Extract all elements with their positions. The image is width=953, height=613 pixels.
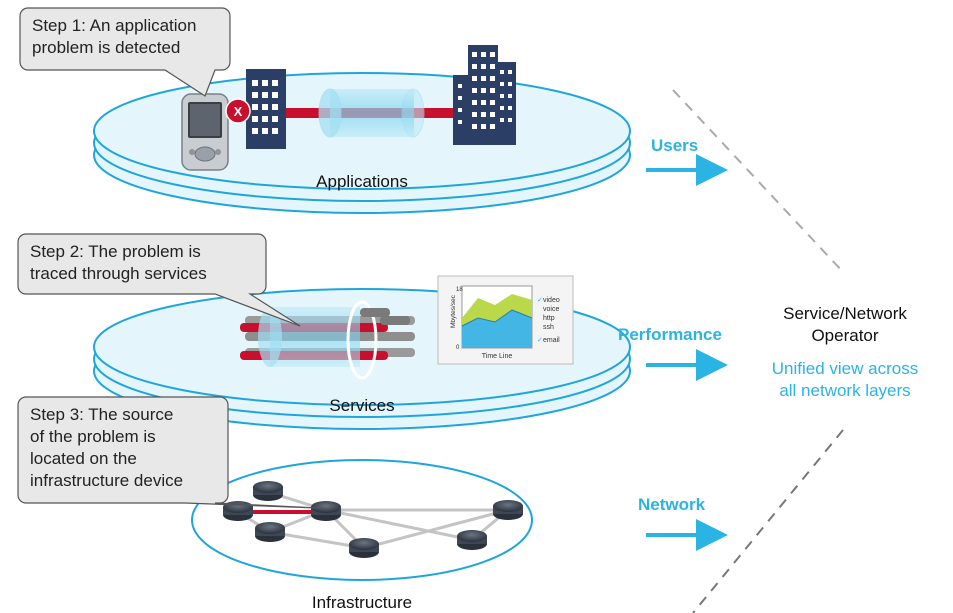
step3-line: Step 3: The source [30,405,174,424]
step3-line: of the problem is [30,427,156,446]
applications-label: Applications [316,172,408,191]
mini-legend-item: video [543,297,560,304]
operator-subtitle-line: Unified view across [771,359,919,378]
step1-text: Step 1: An application problem is detect… [32,15,196,59]
operator-title-line: Operator [811,326,879,345]
infrastructure-label: Infrastructure [311,593,413,612]
performance-chart-panel: 18 0 Mbytes/sec Time Line ✓ video voice … [437,275,574,365]
router-icon [349,538,379,558]
network-label: Network [638,495,706,514]
users-label: Users [651,136,699,155]
step1-callout [19,7,231,97]
faulty-router-icon [311,501,341,521]
mini-legend-item: http [543,315,555,322]
step3-callout [17,396,319,509]
step2-text: Step 2: The problem is traced through se… [30,241,207,285]
operator-subtitle-line: all network layers [779,381,911,400]
performance-label: Performance [618,325,722,344]
router-icon [493,500,523,520]
building-icon [246,69,286,149]
mini-legend-item: ssh [543,324,554,331]
mobile-phone-icon [181,93,229,171]
error-badge: X [225,98,251,124]
step2-callout [17,233,301,327]
operator-divider [672,89,844,613]
mini-legend-item: email [543,337,560,344]
services-label: Services [329,396,395,415]
check-icon: ✓ [537,297,543,304]
mini-chart-ymax: 18 [456,287,463,293]
router-icon [457,530,487,550]
application-link [270,88,470,138]
router-icon [255,522,285,542]
step2-line: traced through services [30,264,207,283]
router-icon [253,481,283,501]
check-icon: ✓ [537,337,543,344]
step2-line: Step 2: The problem is [30,242,201,261]
mini-chart-ylabel: Mbytes/sec [450,294,457,328]
operator-subtitle: Unified view across all network layers [745,358,945,402]
mini-chart-xlabel: Time Line [482,353,513,360]
mini-chart-ymin: 0 [456,345,460,351]
error-badge-label: X [234,104,243,119]
step3-line: located on the [30,449,137,468]
step1-line: Step 1: An application [32,16,197,35]
operator-title-line: Service/Network [783,304,907,323]
mini-legend-item: voice [543,306,559,313]
building-cluster-icon [453,45,516,145]
operator-title: Service/Network Operator [745,303,945,347]
step3-text: Step 3: The source of the problem is loc… [30,404,183,492]
step1-line: problem is detected [32,38,181,57]
step3-line: infrastructure device [30,471,184,490]
